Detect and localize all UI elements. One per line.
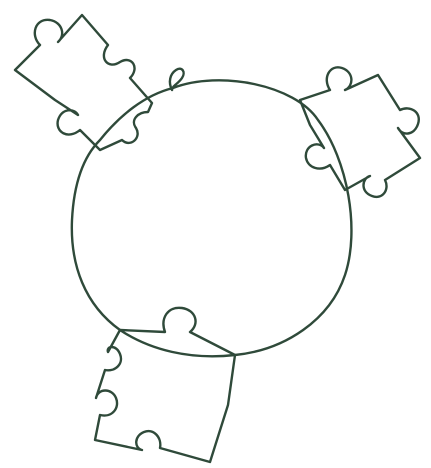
- puzzle-piece-top-left: [15, 15, 152, 150]
- puzzle-piece-bottom: [95, 308, 235, 462]
- puzzle-piece-right: [300, 67, 420, 197]
